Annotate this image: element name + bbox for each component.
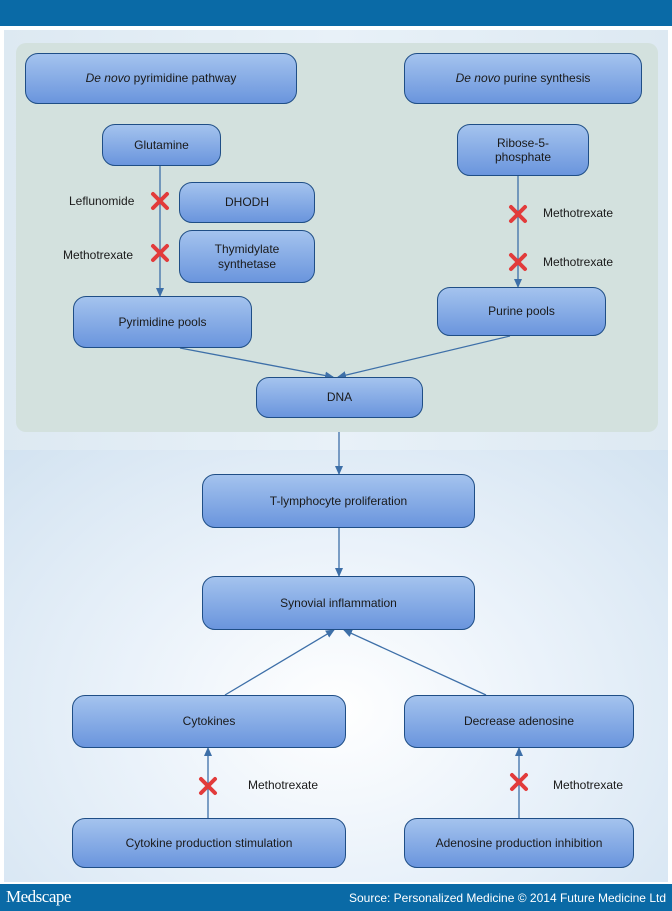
purine-synthesis-prefix: De novo [455, 71, 501, 86]
arrow-cytokines-to-synovial [224, 629, 335, 696]
dhodh-label: DHODH [225, 195, 269, 210]
dhodh-box: DHODH [179, 182, 315, 223]
ribose-5-phosphate-box: Ribose-5- phosphate [457, 124, 589, 176]
synovial-label: Synovial inflammation [280, 595, 397, 610]
methotrexate-adenosine-label: Methotrexate [553, 778, 624, 792]
header-bar [0, 0, 672, 26]
medscape-logo[interactable]: Medscape [6, 887, 71, 906]
pyrimidine-pathway-label: pyrimidine pathway [130, 71, 237, 86]
methotrexate-cytokines-label: Methotrexate [248, 778, 319, 792]
inhibition-x-icon [151, 192, 169, 210]
purine-pools-label: Purine pools [488, 304, 555, 319]
t-lymphocyte-label: T-lymphocyte proliferation [269, 493, 408, 508]
adenosine-production-inhibition-box: Adenosine production inhibition [404, 818, 634, 868]
pyrimidine-pathway-prefix: De novo [85, 71, 131, 86]
inhibition-x-icon [509, 205, 527, 223]
thymidylate-label-line1: Thymidylate [214, 242, 280, 257]
arrow-purine-pools-to-dna [337, 335, 511, 380]
t-lymphocyte-proliferation-box: T-lymphocyte proliferation [202, 474, 475, 528]
footer-bar: Medscape Source: Personalized Medicine ©… [0, 884, 672, 911]
ribose-label-line2: phosphate [494, 150, 552, 164]
thymidylate-label-line2: synthetase [217, 256, 277, 271]
de-novo-pyrimidine-pathway-box: De novo pyrimidine pathway [25, 53, 297, 104]
pyrimidine-pools-label: Pyrimidine pools [118, 314, 207, 329]
adenosine-inhibition-label: Adenosine production inhibition [435, 835, 603, 850]
inhibition-x-icon [509, 253, 527, 271]
purine-pools-box: Purine pools [437, 287, 606, 336]
inhibition-x-icon [510, 773, 528, 791]
cytokines-label: Cytokines [182, 714, 236, 729]
nucleotide-synthesis-panel [16, 43, 658, 432]
arrow-adenosine-to-synovial [343, 629, 487, 696]
methotrexate-purine-label-1: Methotrexate [543, 206, 614, 220]
thymidylate-synthetase-box: Thymidylate synthetase [179, 230, 315, 283]
cytokine-stimulation-label: Cytokine production stimulation [125, 835, 293, 850]
methotrexate-pyrimidine-label: Methotrexate [63, 248, 134, 262]
synovial-inflammation-box: Synovial inflammation [202, 576, 475, 630]
inhibition-x-icon [199, 777, 217, 795]
de-novo-purine-synthesis-box: De novo purine synthesis [404, 53, 642, 104]
purine-synthesis-label: purine synthesis [500, 71, 591, 86]
decrease-adenosine-box: Decrease adenosine [404, 695, 634, 748]
pyrimidine-pools-box: Pyrimidine pools [73, 296, 252, 348]
leflunomide-label: Leflunomide [69, 194, 135, 208]
ribose-label-line1: Ribose-5- [496, 135, 550, 150]
glutamine-label: Glutamine [134, 137, 189, 152]
arrow-pyrimidine-pools-to-dna [179, 347, 334, 380]
decrease-adenosine-label: Decrease adenosine [463, 714, 575, 729]
inhibition-x-icon [151, 244, 169, 262]
source-credit: Source: Personalized Medicine © 2014 Fut… [348, 891, 666, 905]
dna-box: DNA [256, 377, 423, 418]
dna-label: DNA [326, 390, 353, 405]
cytokines-box: Cytokines [72, 695, 346, 748]
methotrexate-purine-label-2: Methotrexate [543, 255, 614, 269]
cytokine-production-stimulation-box: Cytokine production stimulation [72, 818, 346, 868]
glutamine-box: Glutamine [102, 124, 221, 166]
